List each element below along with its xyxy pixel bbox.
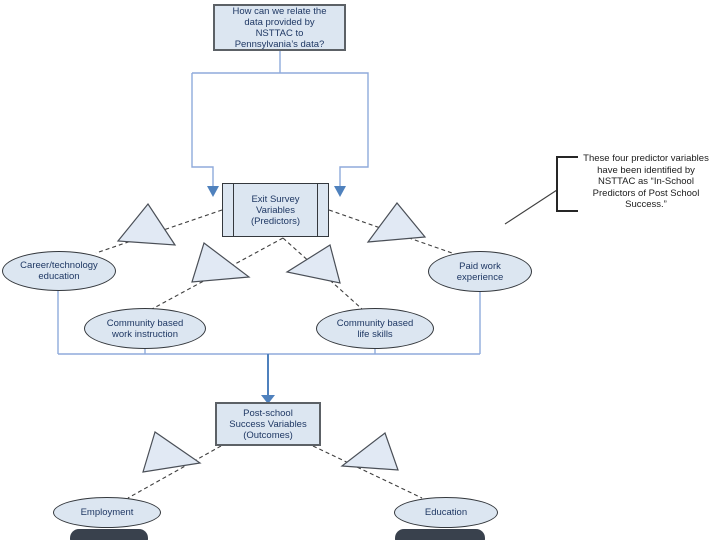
paid-work-experience-label: Paid work experience bbox=[456, 260, 504, 283]
community-based-life-skills-label: Community based life skills bbox=[336, 317, 414, 340]
dashed-line-to-education bbox=[312, 445, 423, 499]
triangle-upper-right-icon bbox=[366, 202, 427, 243]
outline-arrowhead-left-icon bbox=[207, 186, 219, 197]
exit-survey-variables-label: Exit Survey Variables (Predictors) bbox=[250, 193, 301, 227]
callout-annotation: These four predictor variables have been… bbox=[578, 153, 714, 211]
community-based-work-instruction-label: Community based work instruction bbox=[106, 317, 184, 340]
question-box-label: How can we relate the data provided by N… bbox=[232, 5, 327, 50]
dashed-line-to-employment bbox=[127, 445, 222, 499]
post-school-success-variables-box: Post-school Success Variables (Outcomes) bbox=[215, 402, 321, 446]
question-box: How can we relate the data provided by N… bbox=[213, 4, 346, 51]
ellipse-education: Education bbox=[394, 497, 498, 528]
triangle-upper-left-icon bbox=[116, 202, 177, 246]
outline-arrowhead-right-icon bbox=[334, 186, 346, 197]
predictor-bus-lines bbox=[57, 291, 481, 355]
exit-survey-variables-box: Exit Survey Variables (Predictors) bbox=[222, 183, 329, 237]
dashed-line-to-community-life bbox=[282, 237, 363, 310]
post-school-success-variables-label: Post-school Success Variables (Outcomes) bbox=[229, 407, 307, 441]
ellipse-employment: Employment bbox=[53, 497, 161, 528]
triangle-lower-right-icon bbox=[340, 432, 399, 471]
dashed-line-to-community-work bbox=[151, 237, 284, 310]
triangle-mid-left-icon bbox=[191, 242, 251, 283]
ellipse-community-based-life-skills: Community based life skills bbox=[316, 308, 434, 349]
ellipse-career-technology-education: Career/technology education bbox=[2, 251, 116, 291]
employment-label: Employment bbox=[80, 507, 134, 518]
group-outline-shape bbox=[191, 72, 369, 188]
education-label: Education bbox=[424, 507, 468, 518]
bus-to-outcomes-arrowhead-icon bbox=[261, 395, 275, 404]
triangle-mid-right-icon bbox=[285, 244, 341, 284]
callout-bracket-icon bbox=[556, 156, 578, 212]
triangle-lower-left-icon bbox=[142, 431, 202, 473]
career-technology-education-label: Career/technology education bbox=[20, 260, 98, 282]
employment-shadow-shape bbox=[70, 529, 148, 540]
ellipse-community-based-work-instruction: Community based work instruction bbox=[84, 308, 206, 349]
ellipse-paid-work-experience: Paid work experience bbox=[428, 251, 532, 292]
education-shadow-shape bbox=[395, 529, 485, 540]
callout-pointer-line bbox=[504, 189, 558, 225]
callout-annotation-label: These four predictor variables have been… bbox=[583, 153, 709, 210]
